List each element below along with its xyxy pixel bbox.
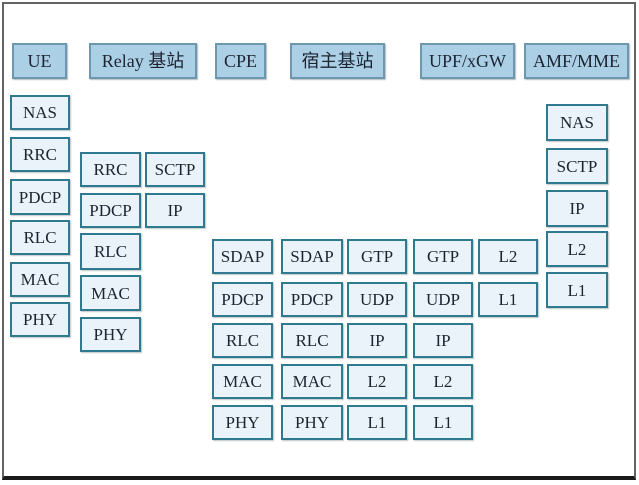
box-relay-sctp: SCTP — [145, 152, 205, 187]
header-upf-xgw: UPF/xGW — [420, 43, 515, 79]
box-upf-udp: UDP — [413, 282, 473, 317]
box-relay-rlc: RLC — [80, 233, 141, 270]
header-cpe: CPE — [215, 43, 266, 79]
box-donor-pdcp: PDCP — [281, 282, 343, 317]
box-donor-sdap: SDAP — [281, 239, 343, 274]
box-amf-l2: L2 — [546, 231, 608, 267]
box-amf-nas: NAS — [546, 104, 608, 141]
box-cpe-rlc: RLC — [212, 323, 273, 358]
box-upf-ip: IP — [413, 323, 473, 358]
box-amf-ip: IP — [546, 190, 608, 227]
box-ue-rlc: RLC — [10, 220, 70, 255]
box-donor-l2: L2 — [347, 364, 407, 399]
box-upf-link-l1: L1 — [478, 282, 538, 317]
box-upf-l1: L1 — [413, 405, 473, 440]
box-cpe-phy: PHY — [212, 405, 273, 440]
box-donor-rlc: RLC — [281, 323, 343, 358]
box-upf-link-l2: L2 — [478, 239, 538, 274]
box-cpe-mac: MAC — [212, 364, 273, 399]
box-relay-rrc: RRC — [80, 152, 141, 187]
box-donor-mac: MAC — [281, 364, 343, 399]
header-ue: UE — [12, 43, 67, 79]
box-relay-ip: IP — [145, 193, 205, 228]
header-relay-bs: Relay 基站 — [89, 43, 197, 79]
header-amf-mme: AMF/MME — [524, 43, 629, 79]
box-donor-gtp: GTP — [347, 239, 407, 274]
box-donor-l1: L1 — [347, 405, 407, 440]
box-ue-rrc: RRC — [10, 137, 70, 172]
box-donor-udp: UDP — [347, 282, 407, 317]
box-ue-pdcp: PDCP — [10, 179, 70, 215]
box-amf-l1: L1 — [546, 272, 608, 308]
box-relay-phy: PHY — [80, 317, 141, 352]
box-upf-gtp: GTP — [413, 239, 473, 274]
box-donor-ip: IP — [347, 323, 407, 358]
box-relay-pdcp: PDCP — [80, 193, 141, 228]
box-amf-sctp: SCTP — [546, 148, 608, 184]
header-donor-bs: 宿主基站 — [290, 43, 385, 79]
box-cpe-pdcp: PDCP — [212, 282, 273, 317]
box-ue-mac: MAC — [10, 262, 70, 297]
box-relay-mac: MAC — [80, 275, 141, 311]
box-upf-l2: L2 — [413, 364, 473, 399]
box-donor-phy: PHY — [281, 405, 343, 440]
box-ue-phy: PHY — [10, 302, 70, 337]
box-ue-nas: NAS — [10, 95, 70, 130]
box-cpe-sdap: SDAP — [212, 239, 273, 274]
